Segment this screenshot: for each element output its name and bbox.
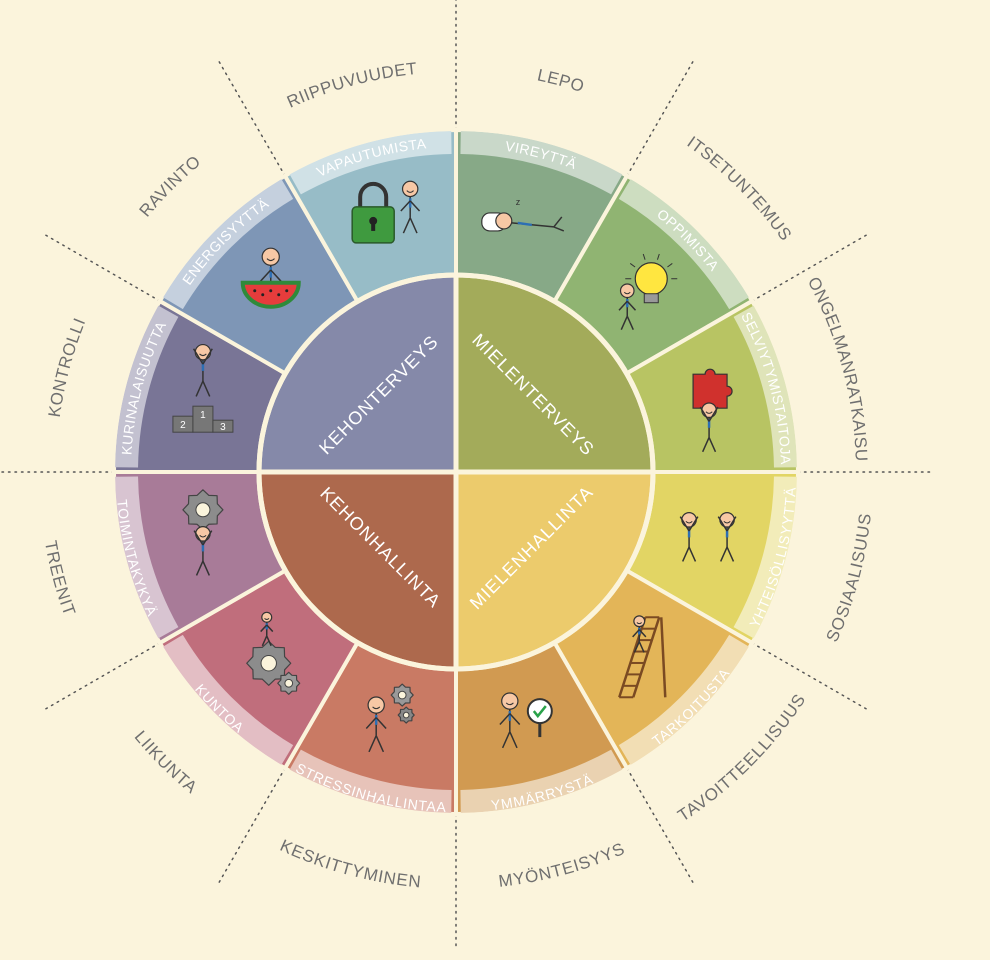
ring-label-band xyxy=(289,131,452,195)
outer-label: MYÖNTEISYYS xyxy=(497,839,627,891)
watermelon-icon xyxy=(240,247,301,309)
outer-label-path: LIIKUNTA xyxy=(131,727,201,797)
dotted-divider xyxy=(626,767,696,887)
outer-label: SOSIAALISUUS xyxy=(823,512,875,645)
podium-place-number: 2 xyxy=(180,420,186,431)
segment-icons: z 1 2 3 xyxy=(172,180,737,753)
dotted-divider xyxy=(626,57,696,177)
dotted-divider xyxy=(41,642,161,712)
outer-label-path: RIIPPUVUUDET xyxy=(284,59,418,112)
outer-label: RAVINTO xyxy=(136,152,205,221)
ring-label-band xyxy=(733,476,797,639)
podium-place-number: 3 xyxy=(220,422,226,433)
outer-label-path: ONGELMANRATKAISU xyxy=(804,274,871,462)
outer-label: KONTROLLI xyxy=(45,315,90,418)
svg-text:z: z xyxy=(516,197,521,207)
outer-circle-border xyxy=(113,129,799,815)
ring-label-band xyxy=(163,634,294,765)
dotted-divider xyxy=(751,642,871,712)
ring-label-band xyxy=(618,634,749,765)
outer-label-path: MYÖNTEISYYS xyxy=(497,839,627,891)
two-people-icon xyxy=(679,512,737,562)
ladder-icon xyxy=(618,615,667,699)
magnifier-check-icon xyxy=(499,692,553,749)
inner-quadrants xyxy=(113,129,799,815)
outer-label-path: TREENIT xyxy=(41,539,79,619)
outer-label: ONGELMANRATKAISU xyxy=(804,274,871,462)
ring-label-band xyxy=(618,179,749,310)
outer-label: LEPO xyxy=(536,65,587,96)
dotted-divider xyxy=(41,232,161,302)
inner-circle-border xyxy=(256,272,656,672)
gear-lifting-icon xyxy=(182,489,224,576)
ring-label-band xyxy=(115,305,179,468)
outer-label-path: KONTROLLI xyxy=(45,315,89,418)
dotted-divider xyxy=(216,767,286,887)
dotted-divider xyxy=(216,57,286,177)
ring-label-band xyxy=(733,305,797,468)
outer-label-path: ITSETUNTEMUS xyxy=(684,132,795,244)
lightbulb-icon xyxy=(618,253,678,331)
ring-label-band xyxy=(289,749,452,813)
label-bands xyxy=(115,131,797,813)
ring-label-band xyxy=(163,179,294,310)
puzzle-piece-icon xyxy=(692,368,733,453)
podium-icon: 1 2 3 xyxy=(172,343,234,433)
ring-label-band xyxy=(460,131,623,195)
ring-label-band xyxy=(115,476,179,639)
person-with-gears-icon xyxy=(365,683,415,753)
podium-place-number: 1 xyxy=(200,410,206,421)
sleeping-figure-icon: z xyxy=(481,197,565,232)
outer-label-path: RAVINTO xyxy=(136,152,204,221)
outer-label-path: SOSIAALISUUS xyxy=(823,512,875,645)
outer-label: RIIPPUVUUDET xyxy=(284,59,418,112)
ring-label-band xyxy=(460,749,623,813)
outer-label-path: LEPO xyxy=(536,65,587,96)
outer-label: ITSETUNTEMUS xyxy=(684,132,796,244)
outer-label-path: KESKITTYMINEN xyxy=(277,836,421,892)
gears-icon xyxy=(246,611,301,695)
outer-label: KESKITTYMINEN xyxy=(277,836,422,892)
outer-label: LIIKUNTA xyxy=(131,727,201,797)
outer-label: TREENIT xyxy=(41,539,79,619)
padlock-icon xyxy=(351,180,421,244)
